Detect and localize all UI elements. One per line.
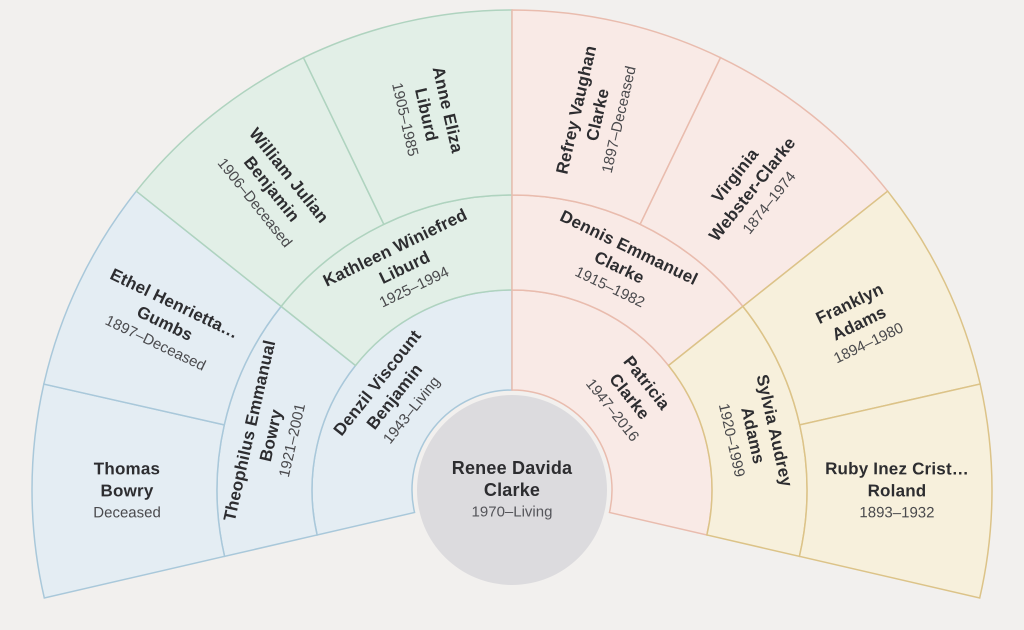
- person-name-line: Bowry: [100, 481, 153, 500]
- person-years: Deceased: [93, 504, 161, 521]
- person-name-line: Ruby Inez Crist…: [825, 459, 969, 478]
- segment-shape-ruby-inez-crist-roland[interactable]: [798, 383, 993, 599]
- person-name-line: Roland: [868, 481, 927, 500]
- center-person-name-line: Renee Davida: [452, 458, 573, 478]
- person-segment-ruby-inez-crist-roland[interactable]: Ruby Inez Crist… Roland 1893–1932: [798, 383, 993, 599]
- center-person-name-line: Clarke: [484, 480, 540, 500]
- center-person-circle[interactable]: [417, 395, 607, 585]
- center-person-years: 1970–Living: [472, 504, 553, 521]
- person-label-ruby-inez-crist-roland: Ruby Inez Crist… Roland 1893–1932: [825, 459, 969, 521]
- person-years: 1893–1932: [859, 504, 934, 521]
- person-name-line: Thomas: [94, 459, 160, 478]
